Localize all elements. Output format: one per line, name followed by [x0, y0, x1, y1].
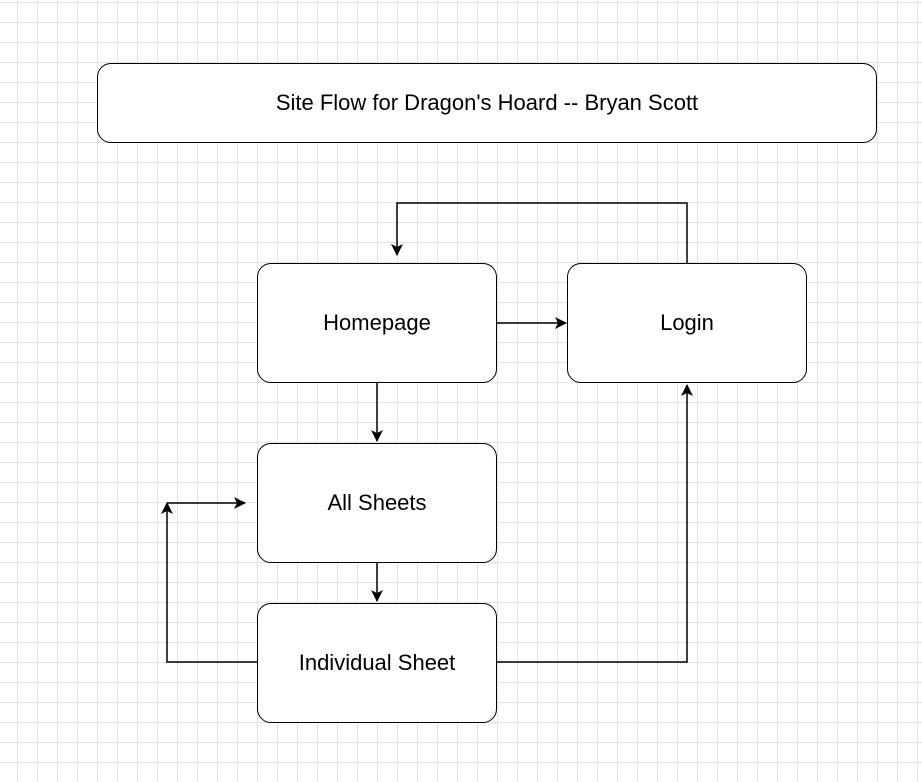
- node-individual-sheet-label: Individual Sheet: [298, 650, 456, 675]
- node-individual-sheet[interactable]: Individual Sheet: [257, 603, 497, 723]
- node-homepage[interactable]: Homepage: [257, 263, 497, 383]
- diagram-title: Site Flow for Dragon's Hoard -- Bryan Sc…: [275, 90, 699, 115]
- edge-login-to-homepage: [391, 202, 688, 263]
- node-login-label: Login: [660, 310, 714, 335]
- node-all-sheets-label: All Sheets: [327, 490, 427, 515]
- edge-individual-sheet-to-all-sheets-up: [161, 502, 257, 663]
- node-homepage-label: Homepage: [323, 310, 431, 335]
- diagram-title-box: Site Flow for Dragon's Hoard -- Bryan Sc…: [97, 63, 877, 143]
- edge-individual-sheet-to-login: [497, 384, 693, 663]
- node-all-sheets[interactable]: All Sheets: [257, 443, 497, 563]
- node-login[interactable]: Login: [567, 263, 807, 383]
